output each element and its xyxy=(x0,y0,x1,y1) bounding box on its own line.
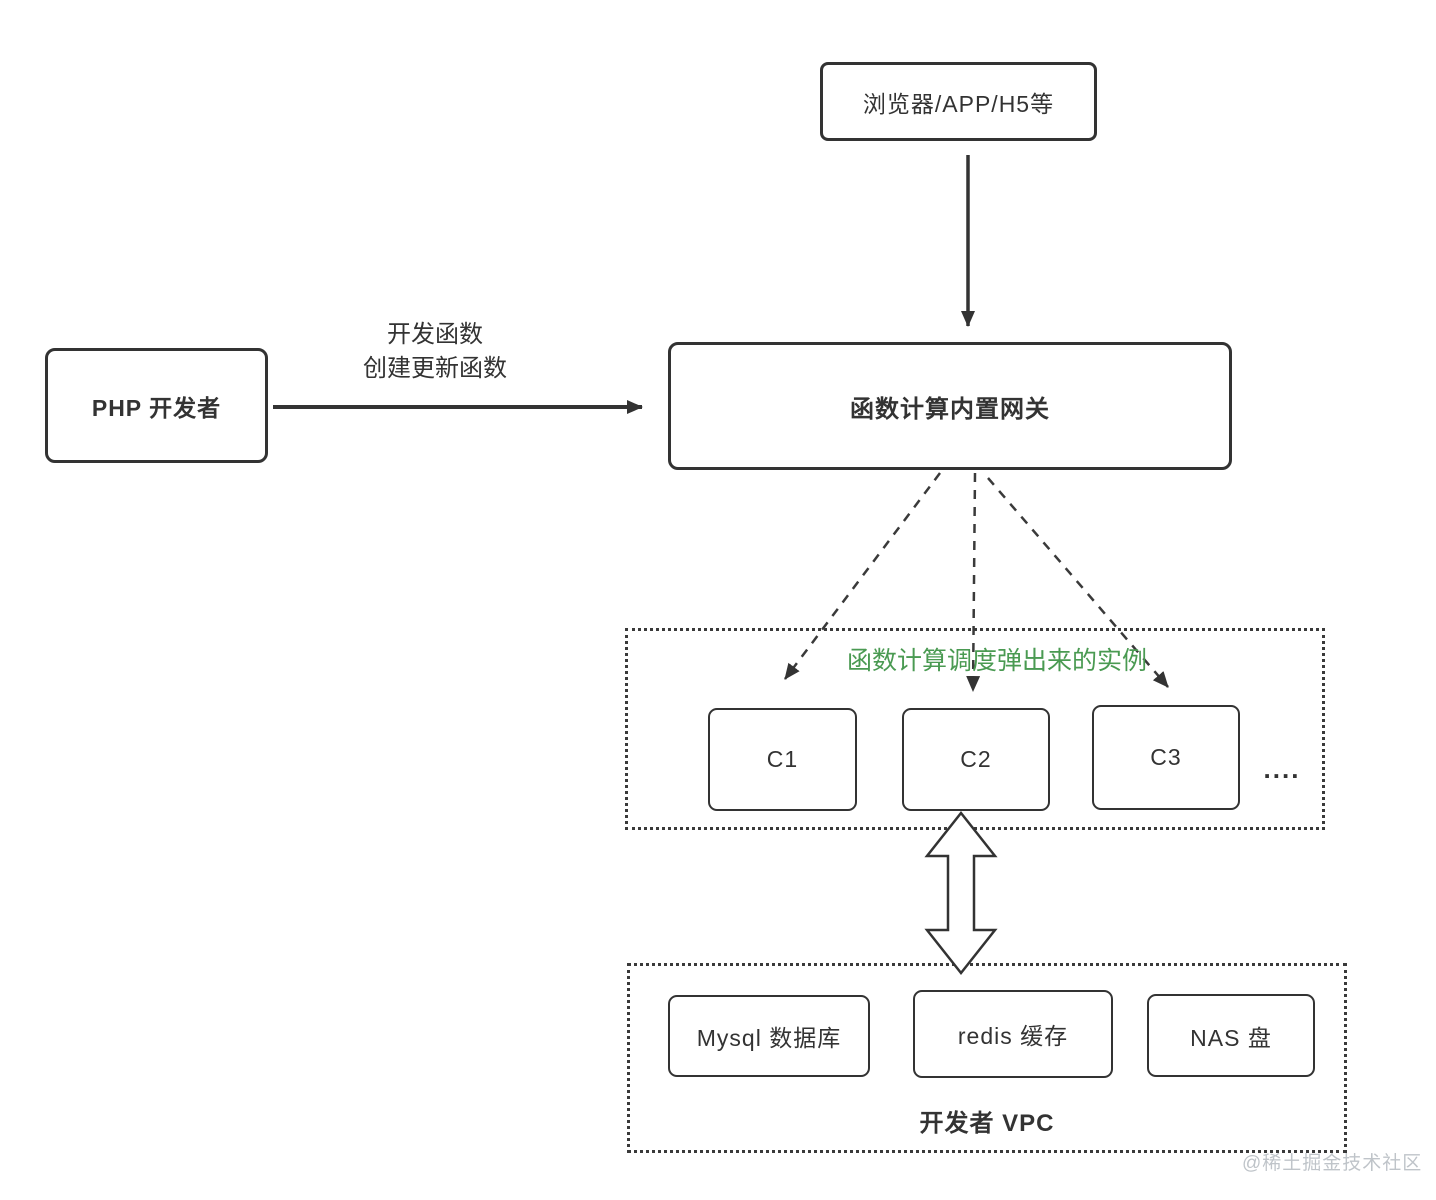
vpc-group-container xyxy=(627,963,1347,1153)
vpc-caption-text: 开发者 VPC xyxy=(919,1110,1055,1137)
develop-arrow-label: 开发函数 创建更新函数 xyxy=(285,318,585,386)
node-nas: NAS 盘 xyxy=(1147,994,1315,1077)
node-nas-label: NAS 盘 xyxy=(1190,1024,1272,1051)
dashed-arrow-gateway-to-c1 xyxy=(784,472,941,680)
node-browser-label: 浏览器/APP/H5等 xyxy=(862,90,1055,117)
instances-group-container xyxy=(625,628,1325,830)
node-instance-c1: C1 xyxy=(708,708,857,811)
node-instance-c1-label: C1 xyxy=(766,746,799,772)
node-php-developer: PHP 开发者 xyxy=(45,348,268,463)
dashed-arrow-gateway-to-c3 xyxy=(987,477,1169,688)
develop-arrow-label-line1: 开发函数 xyxy=(387,321,483,348)
watermark-text: @稀土掘金技术社区 xyxy=(1242,1153,1423,1174)
dashed-arrow-gateway-to-c2 xyxy=(966,472,981,692)
watermark: @稀土掘金技术社区 xyxy=(1242,1148,1422,1175)
develop-arrow-label-line2: 创建更新函数 xyxy=(363,355,507,382)
node-gateway: 函数计算内置网关 xyxy=(668,342,1232,470)
instances-caption: 函数计算调度弹出来的实例 xyxy=(647,644,1347,678)
node-instance-c2-label: C2 xyxy=(960,746,992,772)
node-redis-label: redis 缓存 xyxy=(957,1023,1069,1049)
instances-caption-text: 函数计算调度弹出来的实例 xyxy=(846,647,1147,675)
node-gateway-label: 函数计算内置网关 xyxy=(850,395,1050,423)
node-php-developer-label: PHP 开发者 xyxy=(91,394,222,421)
node-instance-c3: C3 xyxy=(1092,705,1240,810)
node-instance-c3-label: C3 xyxy=(1150,744,1182,770)
double-arrow-instances-vpc xyxy=(924,810,998,976)
node-browser: 浏览器/APP/H5等 xyxy=(820,62,1097,141)
node-mysql-label: Mysql 数据库 xyxy=(696,1025,842,1051)
instances-ellipsis-text: .... xyxy=(1263,754,1301,784)
node-mysql: Mysql 数据库 xyxy=(668,995,870,1077)
node-instance-c2: C2 xyxy=(902,708,1050,811)
instances-ellipsis: .... xyxy=(1252,752,1312,786)
vpc-caption: 开发者 VPC xyxy=(647,1107,1327,1141)
node-redis: redis 缓存 xyxy=(913,990,1113,1078)
